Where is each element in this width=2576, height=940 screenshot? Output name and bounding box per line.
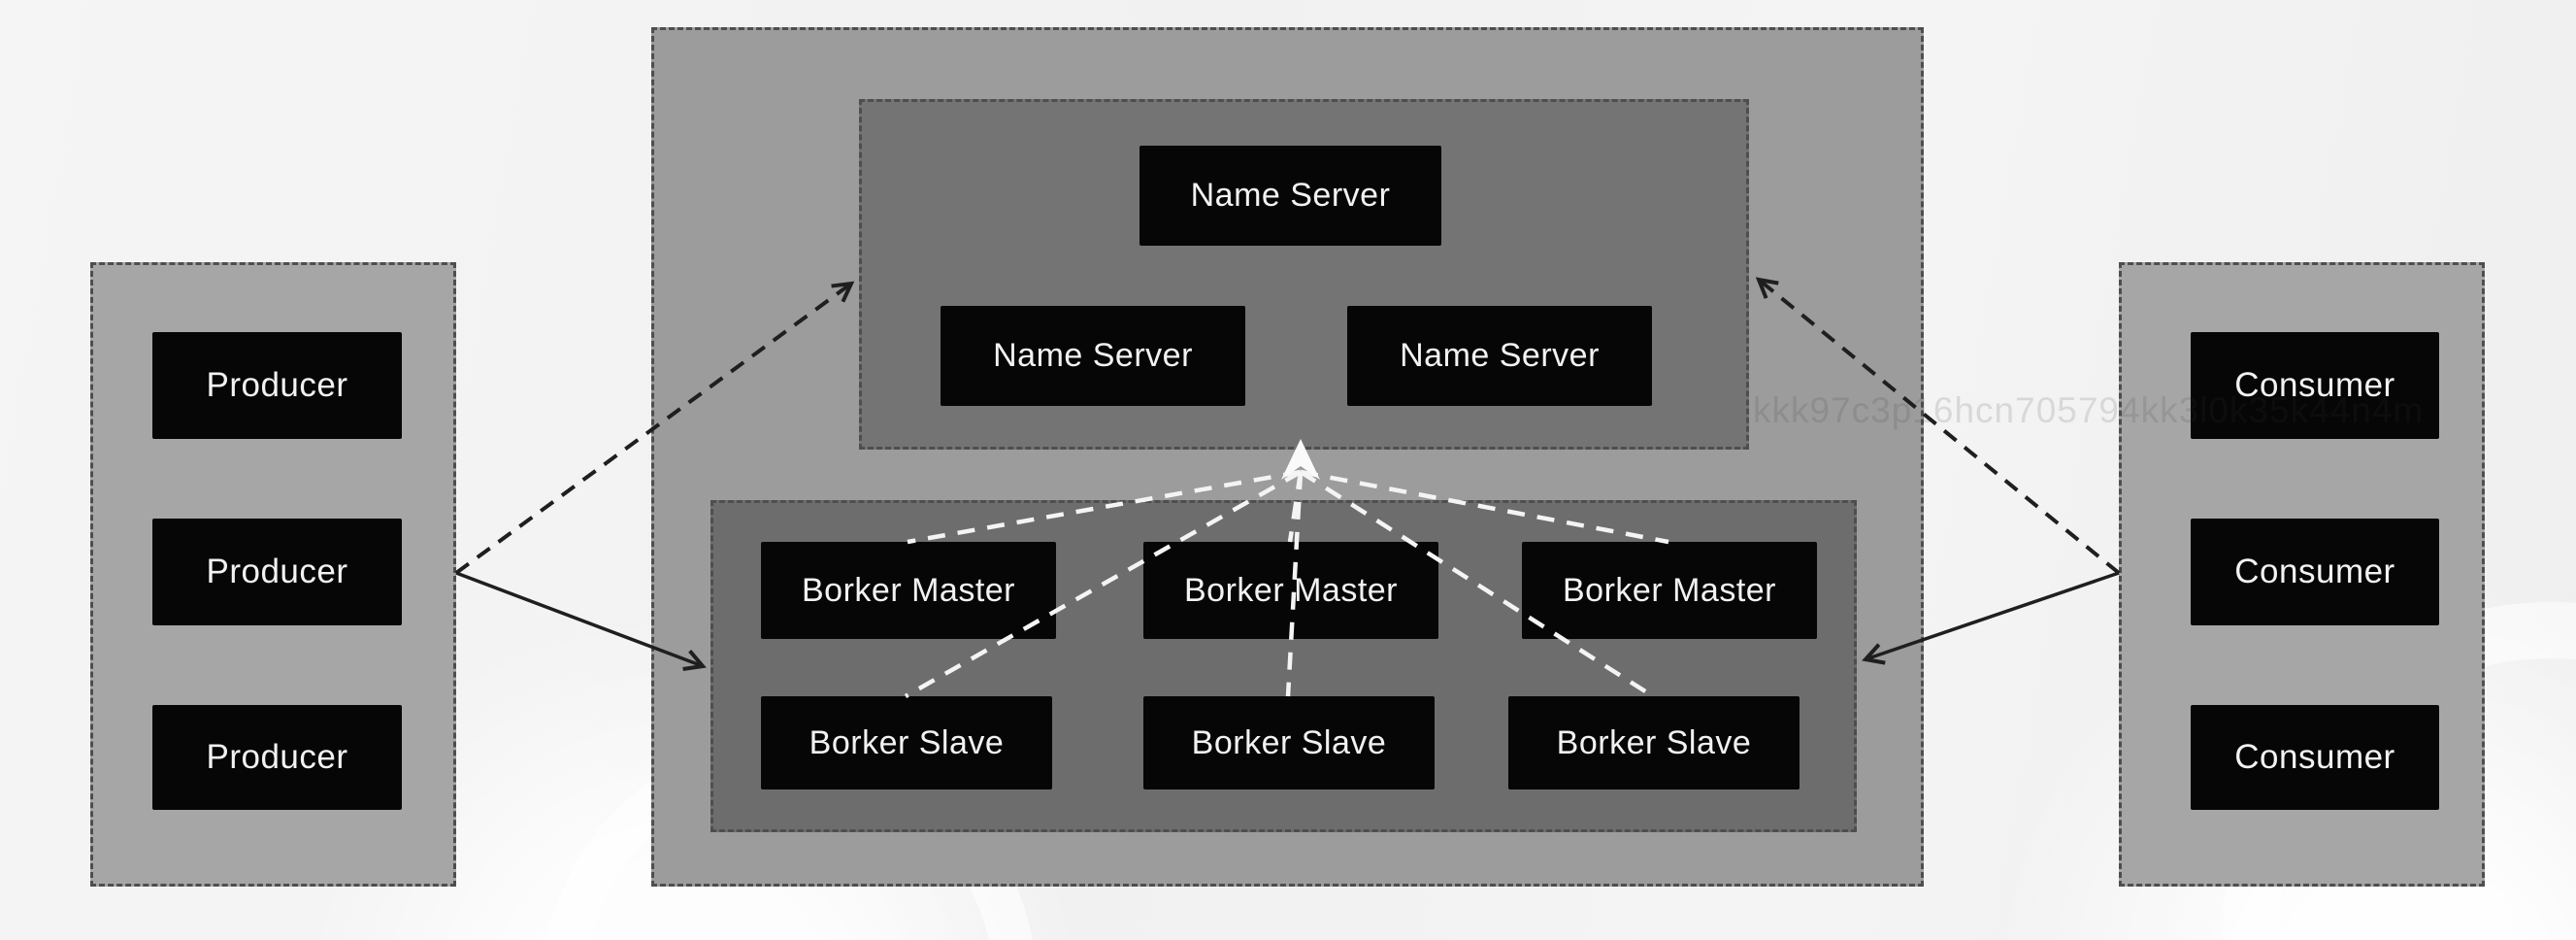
broker-slave-node: Borker Slave — [1143, 696, 1435, 789]
broker-group: Borker Master Borker Master Borker Maste… — [710, 500, 1857, 832]
name-server-node: Name Server — [1347, 306, 1652, 406]
name-server-group: Name Server Name Server Name Server — [859, 99, 1749, 450]
broker-master-node: Borker Master — [761, 542, 1056, 639]
consumer-node: Consumer — [2191, 332, 2439, 439]
name-server-node: Name Server — [1139, 146, 1441, 246]
broker-master-node: Borker Master — [1143, 542, 1438, 639]
cluster-group: Name Server Name Server Name Server Bork… — [651, 27, 1924, 887]
producer-group: Producer Producer Producer — [90, 262, 456, 887]
producer-node: Producer — [152, 705, 402, 810]
producer-node: Producer — [152, 332, 402, 439]
consumer-node: Consumer — [2191, 519, 2439, 625]
broker-master-node: Borker Master — [1522, 542, 1817, 639]
consumer-group: Consumer Consumer Consumer — [2119, 262, 2485, 887]
producer-node: Producer — [152, 519, 402, 625]
name-server-node: Name Server — [941, 306, 1245, 406]
broker-slave-node: Borker Slave — [761, 696, 1052, 789]
broker-slave-node: Borker Slave — [1508, 696, 1800, 789]
consumer-node: Consumer — [2191, 705, 2439, 810]
